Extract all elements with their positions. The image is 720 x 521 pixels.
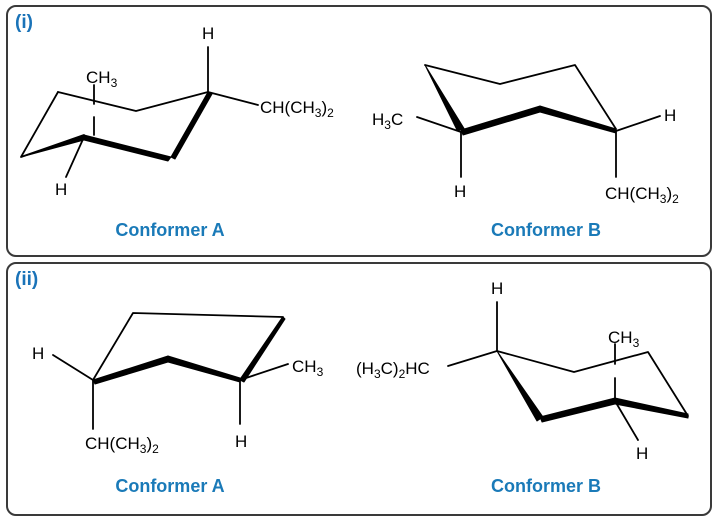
conformer-b-label: Conformer B	[490, 476, 601, 496]
cyclohexane-chair-structure: H CH(CH3)2 CH3 H	[32, 312, 324, 456]
hydrogen-label: H	[454, 182, 466, 201]
cyclohexane-chair-structure: CH3 H CH(CH3)2 H	[20, 24, 334, 199]
methyl-label: CH3	[292, 357, 324, 379]
methyl-label: H3C	[372, 110, 403, 132]
conformer-a-label: Conformer A	[115, 476, 225, 496]
hydrogen-label: H	[235, 432, 247, 451]
panel-i: (i) CH3 H CH(CH3)2 H H3C	[6, 5, 712, 257]
panel-label: (ii)	[15, 269, 39, 290]
panel-ii: (ii) H CH(CH3)2 CH3 H H (H3C)	[6, 262, 712, 516]
isopropyl-label: CH(CH3)2	[605, 184, 679, 206]
hydrogen-label: H	[664, 106, 676, 125]
conformer-b-label: Conformer B	[490, 220, 601, 240]
panel-label: (i)	[15, 12, 33, 33]
hydrogen-label: H	[491, 279, 503, 298]
cyclohexane-chair-structure: H (H3C)2HC CH3 H	[356, 279, 689, 463]
conformer-a-label: Conformer A	[115, 220, 225, 240]
isopropyl-label: (H3C)2HC	[356, 359, 430, 381]
hydrogen-label: H	[202, 24, 214, 43]
hydrogen-label: H	[55, 180, 67, 199]
cyclohexane-chair-structure: H3C H H CH(CH3)2	[372, 64, 679, 206]
methyl-label: CH3	[86, 68, 118, 90]
hydrogen-label: H	[32, 344, 44, 363]
hydrogen-label: H	[636, 444, 648, 463]
methyl-label: CH3	[608, 328, 640, 350]
